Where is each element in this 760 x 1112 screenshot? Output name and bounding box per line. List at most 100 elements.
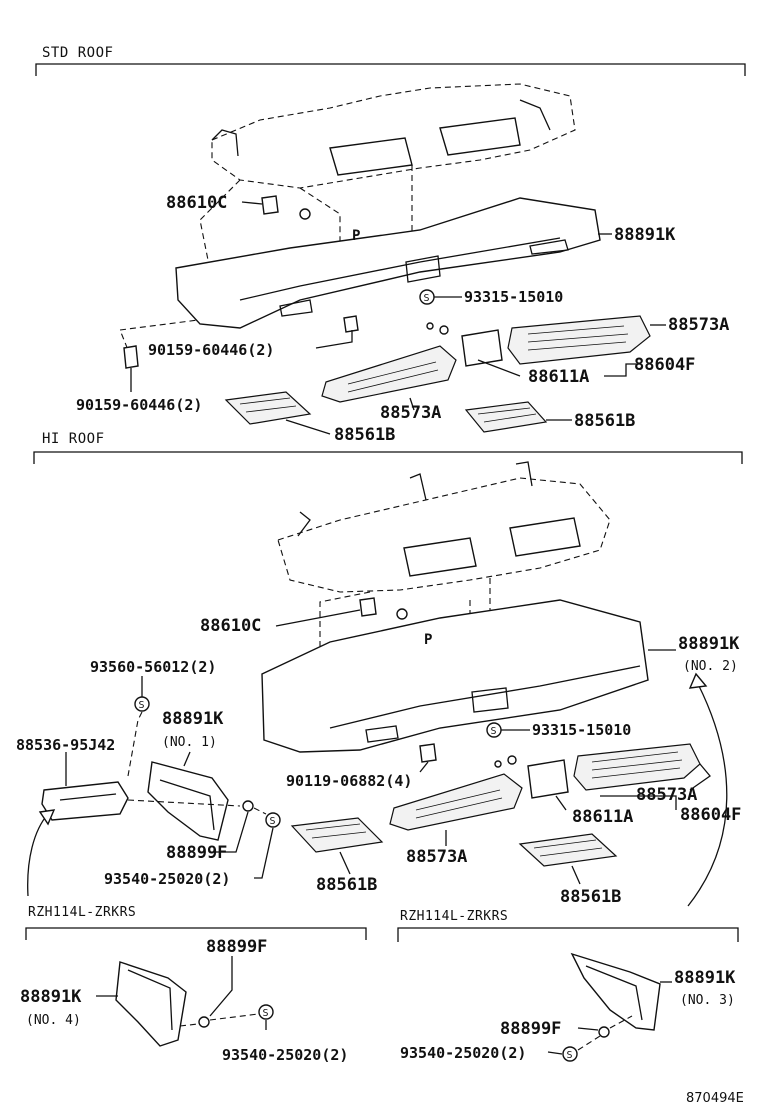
std-vent-88573a-right bbox=[507, 315, 651, 365]
std-roof-bracket-right bbox=[519, 99, 551, 131]
hi-leader-88604f bbox=[600, 795, 677, 810]
rzh-left-guide bbox=[179, 1013, 259, 1027]
hi-roof-panel-outline bbox=[277, 477, 611, 593]
std-vent-88573a-right-grill bbox=[527, 325, 629, 351]
hi-cover-88891k-no1-fold bbox=[159, 779, 215, 831]
std-console-ridge bbox=[239, 237, 561, 301]
label-hi-88573a-left: 88573A bbox=[406, 847, 467, 867]
std-guide-1 bbox=[299, 187, 341, 262]
label-rzh-left-93540: 93540-25020(2) bbox=[222, 1046, 348, 1064]
label-hi-88536: 88536-95J42 bbox=[16, 736, 115, 754]
hi-console-ridge bbox=[329, 665, 641, 729]
label-hi-88604f: 88604F bbox=[680, 805, 741, 825]
rzh-left-s-symbol-93540 bbox=[258, 1004, 274, 1020]
hi-arrow-left-head bbox=[38, 809, 56, 826]
std-switch-nut-1 bbox=[439, 325, 449, 335]
std-roof-bracket bbox=[35, 63, 746, 76]
hi-leader-88561b-l bbox=[339, 851, 351, 875]
rzh-left-s-symbol-text: S bbox=[263, 1008, 269, 1019]
hi-screw-90119 bbox=[419, 743, 437, 763]
hi-arrow-right bbox=[687, 683, 728, 907]
label-std-88573a-left: 88573A bbox=[380, 403, 441, 423]
hi-roof-bracket-left bbox=[409, 473, 427, 501]
std-roof-opening-right bbox=[439, 117, 521, 156]
rzh-left-section: RZH114L-ZRKRS S 88899F 88891K (NO. 4) 93… bbox=[20, 905, 367, 1064]
label-std-88891k: 88891K bbox=[614, 225, 676, 245]
hi-s-symbol-93315-text: S bbox=[491, 726, 497, 737]
rzh-right-s-symbol-text: S bbox=[567, 1050, 573, 1061]
hi-roof-section: HI ROOF P S S bbox=[16, 431, 743, 907]
label-std-88573a-right: 88573A bbox=[668, 315, 729, 335]
hi-leader-90119 bbox=[419, 761, 429, 773]
label-hi-88899f: 88899F bbox=[166, 843, 227, 863]
std-console-light-right bbox=[529, 239, 569, 255]
hi-vent-88573a-right-grill bbox=[591, 751, 683, 779]
rzh-right-bracket bbox=[397, 927, 739, 942]
hi-console-slot bbox=[471, 687, 509, 713]
std-switch-88611a bbox=[461, 329, 503, 367]
std-leader-88573a-l bbox=[409, 397, 415, 411]
std-roof-panel-outline bbox=[211, 83, 576, 189]
figure-id: 870494E bbox=[686, 1091, 744, 1106]
label-std-93315: 93315-15010 bbox=[464, 288, 563, 306]
label-std-88561b-right: 88561B bbox=[574, 411, 635, 431]
std-grille-88561b-right-lines bbox=[477, 407, 537, 423]
hi-roof-opening-left bbox=[403, 537, 477, 577]
hi-arrow-left bbox=[27, 813, 49, 897]
hi-leader-88561b-r bbox=[571, 865, 581, 885]
label-hi-90119: 90119-06882(4) bbox=[286, 772, 412, 790]
rzh-right-cover-88891k-no3 bbox=[570, 952, 661, 1031]
label-rzh-right-93540: 93540-25020(2) bbox=[400, 1044, 526, 1062]
std-bolt-90159-b bbox=[123, 345, 139, 369]
label-hi-88891k-right-no: (NO. 2) bbox=[683, 659, 738, 674]
hi-leader-93540 bbox=[254, 827, 274, 879]
label-std-90159-b: 90159-60446(2) bbox=[76, 396, 202, 414]
hi-roof-bracket-right bbox=[515, 461, 533, 487]
std-leader-88604f bbox=[604, 363, 640, 377]
rzh-left-clip-88899f bbox=[198, 1016, 210, 1028]
label-hi-88610c: 88610C bbox=[200, 616, 261, 636]
rzh-left-leader-88899f bbox=[209, 956, 233, 1017]
hi-grille-88561b-right bbox=[518, 833, 618, 867]
label-hi-88891k-left: 88891K bbox=[162, 709, 224, 729]
hi-clip-88899f bbox=[242, 800, 254, 812]
std-grille-88561b-left bbox=[224, 391, 312, 425]
std-console bbox=[175, 197, 601, 329]
label-rzh-right-88891k: 88891K bbox=[674, 968, 736, 988]
hi-switch-nut-2 bbox=[494, 760, 502, 768]
hi-leader-88891k-l bbox=[183, 751, 191, 767]
label-hi-88561b-left: 88561B bbox=[316, 875, 377, 895]
hi-guide-93560 bbox=[127, 711, 143, 777]
label-hi-93315: 93315-15010 bbox=[532, 721, 631, 739]
label-rzh-left-88891k-no: (NO. 4) bbox=[26, 1013, 81, 1028]
label-rzh-right-88899f: 88899F bbox=[500, 1019, 561, 1039]
std-console-slot bbox=[405, 255, 441, 283]
hi-roof-opening-right bbox=[509, 517, 581, 557]
std-bolt-90159-a bbox=[343, 315, 359, 333]
hi-s-symbol-93540 bbox=[265, 812, 281, 828]
rzh-right-title: RZH114L-ZRKRS bbox=[400, 909, 508, 924]
hi-console bbox=[261, 599, 649, 753]
std-roof-bracket-left bbox=[211, 129, 239, 157]
std-leader-90159-a bbox=[315, 330, 353, 349]
hi-leader-88573a-r bbox=[689, 763, 711, 791]
hi-grille-88561b-right-lines bbox=[533, 839, 603, 857]
hi-bracket-88536-line bbox=[59, 793, 117, 801]
std-clip-nut bbox=[299, 208, 311, 220]
hi-switch-nut-1 bbox=[507, 755, 517, 765]
std-grille-88561b-right bbox=[464, 401, 548, 433]
std-s-symbol-93315-text: S bbox=[424, 293, 430, 304]
std-console-light bbox=[279, 299, 313, 317]
label-hi-88573a-right: 88573A bbox=[636, 785, 697, 805]
std-console-mark: P bbox=[352, 228, 360, 244]
hi-cover-88891k-no1 bbox=[147, 761, 229, 841]
rzh-right-cover-fold bbox=[585, 965, 643, 1021]
label-rzh-left-88891k: 88891K bbox=[20, 987, 82, 1007]
label-hi-88561b-right: 88561B bbox=[560, 887, 621, 907]
label-rzh-left-88899f: 88899F bbox=[206, 937, 267, 957]
hi-s-symbol-93560-text: S bbox=[139, 700, 145, 711]
std-clip-88610c bbox=[261, 195, 279, 215]
hi-arrow-right-head bbox=[688, 672, 708, 689]
hi-console-light bbox=[365, 725, 399, 743]
